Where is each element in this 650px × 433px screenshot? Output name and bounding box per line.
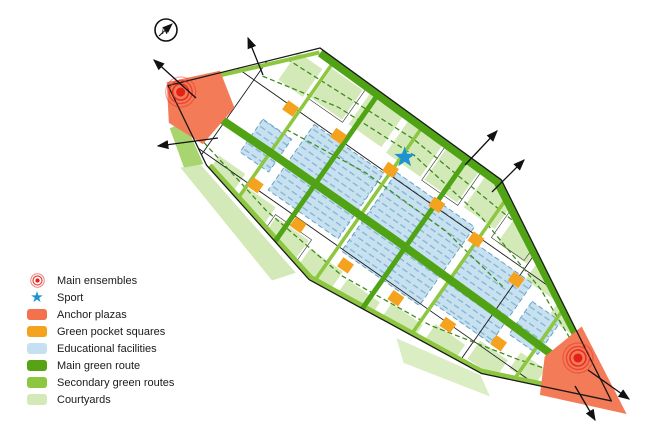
outside-green-patches (169, 121, 490, 397)
main-green-route (178, 49, 612, 398)
legend-item-green-pocket-squares: Green pocket squares (26, 325, 174, 338)
legend: Main ensembles ★ Sport Anchor plazas Gre… (26, 273, 174, 406)
legend-label: Sport (57, 291, 84, 304)
main-green-route-swatch (27, 360, 47, 371)
legend-item-educational-facilities: Educational facilities (26, 342, 174, 355)
legend-label: Secondary green routes (57, 376, 175, 389)
concentric-rings-icon (26, 273, 48, 288)
legend-item-main-ensembles: Main ensembles (26, 273, 174, 288)
educational-facilities-swatch (27, 343, 47, 354)
anchor-plaza-right (539, 326, 627, 415)
north-compass-icon: N (154, 18, 178, 42)
compass-letter: N (160, 25, 170, 37)
masterplan-group (148, 23, 646, 433)
main-ensemble-right-icon (562, 342, 594, 374)
legend-item-courtyards: Courtyards (26, 393, 174, 406)
legend-label: Courtyards (57, 393, 111, 406)
anchor-plazas-swatch (27, 309, 47, 320)
courtyards-swatch (27, 394, 47, 405)
secondary-green-routes-swatch (27, 377, 47, 388)
legend-label: Educational facilities (57, 342, 157, 355)
flow-arrows (153, 36, 631, 422)
legend-item-anchor-plazas: Anchor plazas (26, 308, 174, 321)
main-ensemble-left-icon (165, 76, 197, 108)
sport-star-icon (394, 146, 416, 167)
green-pocket-squares-swatch (27, 326, 47, 337)
star-icon: ★ (30, 289, 44, 306)
legend-item-sport: ★ Sport (26, 289, 174, 306)
legend-label: Anchor plazas (57, 308, 127, 321)
pocket-squares-group (246, 100, 525, 352)
site-outline (167, 47, 613, 402)
legend-item-secondary-green-routes: Secondary green routes (26, 376, 174, 389)
legend-item-main-green-route: Main green route (26, 359, 174, 372)
legend-label: Main green route (57, 359, 141, 372)
legend-label: Green pocket squares (57, 325, 166, 338)
legend-label: Main ensembles (57, 274, 138, 287)
